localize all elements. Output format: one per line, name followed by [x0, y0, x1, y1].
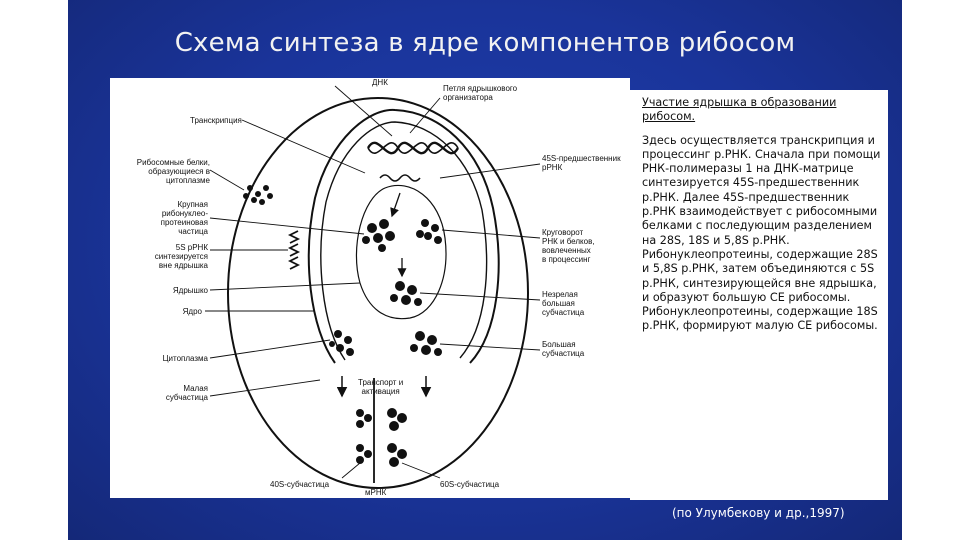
label-immature-large-subunit: Незрелая большая субчастица — [542, 290, 585, 317]
description-body: Здесь осуществляется транскрипция и проц… — [642, 133, 881, 333]
rnp-cluster-3 — [390, 281, 422, 306]
cytoplasm-protein-dots — [243, 185, 273, 205]
rnp-cluster-4 — [329, 330, 354, 356]
diagram-illustration — [205, 85, 541, 489]
rrna-transcript — [379, 174, 421, 182]
ribosome-small-40s — [356, 409, 372, 464]
rnp-cluster-5 — [410, 331, 442, 356]
label-nucleus: Ядро — [182, 307, 202, 316]
label-45s-precursor: 45S-предшественник рРНК — [542, 154, 621, 172]
cell-outline — [227, 97, 529, 489]
rnp-cluster-1 — [362, 219, 395, 252]
label-rrna-5s: 5S рРНК синтезируется вне ядрышка — [154, 243, 208, 270]
rnp-cluster-2 — [416, 219, 442, 244]
label-60s-subunit: 60S-субчастица — [440, 480, 500, 489]
dna-helix-strand — [367, 142, 459, 154]
citation: (по Улумбекову и др.,1997) — [672, 506, 845, 520]
label-transcription: Транскрипция — [190, 116, 242, 125]
label-cytoplasm: Цитоплазма — [162, 354, 208, 363]
nuclear-envelope-outer — [307, 108, 500, 364]
diagram-panel: ДНК Петля ядрышкового организатора Транс… — [110, 78, 630, 498]
label-nucleolar-loop: Петля ядрышкового организатора — [443, 84, 518, 102]
label-large-rnp: Крупная рибонуклео- протеиновая частица — [160, 200, 208, 236]
ribosome-large-60s — [387, 408, 407, 467]
label-transport-activation: Транспорт и активация — [358, 378, 404, 396]
description-text: Участие ядрышка в образовании рибосом. З… — [642, 96, 882, 334]
label-mrna: мРНК — [365, 488, 387, 497]
label-dna: ДНК — [372, 78, 388, 87]
label-40s-subunit: 40S-субчастица — [270, 480, 330, 489]
label-large-subunit: Большая субчастица — [542, 340, 585, 358]
nuclear-envelope-inner — [320, 121, 488, 361]
label-small-subunit: Малая субчастица — [165, 384, 208, 402]
description-panel: Участие ядрышка в образовании рибосом. З… — [630, 90, 888, 500]
rrna-5s-squiggle — [287, 230, 301, 270]
label-rna-protein-turnover: Круговорот РНК и белков, вовлеченных в п… — [542, 228, 595, 264]
label-nucleolus: Ядрышко — [172, 286, 208, 295]
label-ribosomal-proteins: Рибосомные белки, образующиеся в цитопла… — [136, 158, 210, 185]
slide-title: Схема синтеза в ядре компонентов рибосом — [174, 28, 796, 58]
nucleolus-outline — [355, 184, 447, 320]
description-heading: Участие ядрышка в образовании рибосом. — [642, 96, 837, 124]
